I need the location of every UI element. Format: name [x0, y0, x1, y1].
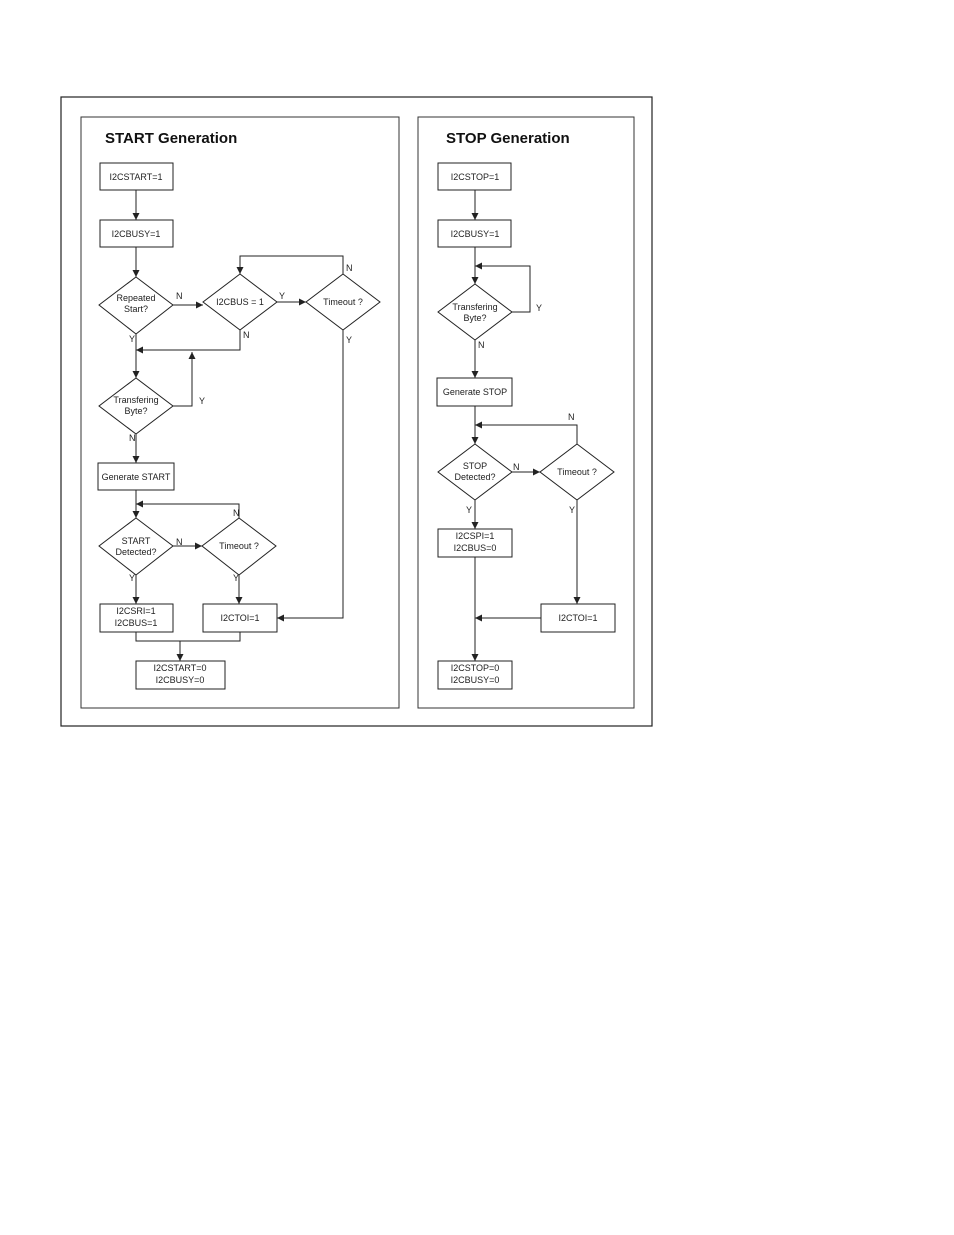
node-i2ctoi-set-start: I2CTOI=1	[202, 603, 278, 633]
svg-text:Byte?: Byte?	[124, 406, 147, 416]
decision-i2cbus-one: I2CBUS = 1	[202, 273, 278, 331]
decision-transfering-byte-stop: Transfering Byte?	[437, 283, 513, 341]
svg-text:Repeated: Repeated	[116, 293, 155, 303]
decision-repeated-start: Repeated Start?	[98, 276, 174, 335]
label-stop-detected-yes: Y	[466, 505, 472, 515]
svg-text:Timeout ?: Timeout ?	[323, 297, 363, 307]
svg-text:Start?: Start?	[124, 304, 148, 314]
svg-text:I2CBUS=1: I2CBUS=1	[115, 618, 158, 628]
svg-text:I2CTOI=1: I2CTOI=1	[558, 613, 597, 623]
label-timeout-stop-no: N	[568, 412, 575, 422]
node-generate-stop: Generate STOP	[436, 377, 513, 407]
label-timeout-start-no: N	[233, 508, 240, 518]
svg-text:I2CBUSY=1: I2CBUSY=1	[112, 229, 161, 239]
edge-timeout-bus-yes	[277, 330, 344, 622]
svg-text:I2CBUSY=0: I2CBUSY=0	[451, 675, 500, 685]
svg-text:START: START	[122, 536, 151, 546]
svg-text:Timeout ?: Timeout ?	[219, 541, 259, 551]
node-i2csri-set: I2CSRI=1 I2CBUS=1	[99, 603, 174, 633]
svg-text:I2CBUSY=1: I2CBUSY=1	[451, 229, 500, 239]
svg-text:I2CSTART=0: I2CSTART=0	[154, 663, 207, 673]
svg-text:I2CTOI=1: I2CTOI=1	[220, 613, 259, 623]
label-repeated-yes: Y	[129, 334, 135, 344]
decision-transfering-byte: Transfering Byte?	[98, 377, 174, 435]
decision-stop-detected: STOP Detected?	[437, 443, 513, 501]
svg-text:I2CSTART=1: I2CSTART=1	[110, 172, 163, 182]
decision-timeout-start: Timeout ?	[201, 517, 277, 576]
node-i2cstop-clear: I2CSTOP=0 I2CBUSY=0	[437, 660, 513, 690]
svg-text:I2CBUS=0: I2CBUS=0	[454, 543, 497, 553]
svg-text:I2CBUSY=0: I2CBUSY=0	[156, 675, 205, 685]
label-repeated-no: N	[176, 291, 183, 301]
start-panel-title: START Generation	[105, 130, 237, 147]
svg-text:Byte?: Byte?	[463, 313, 486, 323]
label-timeout-bus-no: N	[346, 263, 353, 273]
label-detected-no: N	[176, 537, 183, 547]
svg-text:I2CSRI=1: I2CSRI=1	[116, 606, 155, 616]
svg-text:Transfering: Transfering	[452, 302, 497, 312]
outer-frame	[60, 96, 653, 727]
svg-text:I2CSPI=1: I2CSPI=1	[456, 531, 495, 541]
label-timeout-start-yes: Y	[233, 573, 239, 583]
decision-timeout-bus: Timeout ?	[305, 273, 381, 331]
label-transfer-yes: Y	[199, 396, 205, 406]
label-bus-no: N	[243, 330, 250, 340]
node-i2cbusy-set: I2CBUSY=1	[99, 219, 174, 248]
svg-text:STOP: STOP	[463, 461, 487, 471]
label-stop-detected-no: N	[513, 462, 520, 472]
label-bus-yes: Y	[279, 291, 285, 301]
svg-text:I2CSTOP=1: I2CSTOP=1	[451, 172, 500, 182]
stop-panel-frame	[417, 116, 635, 709]
svg-text:I2CBUS = 1: I2CBUS = 1	[216, 297, 264, 307]
label-timeout-stop-yes: Y	[569, 505, 575, 515]
decision-start-detected: START Detected?	[98, 517, 174, 576]
edge-sri-merge	[135, 632, 241, 642]
node-i2cspi-set: I2CSPI=1 I2CBUS=0	[437, 528, 513, 558]
node-i2ctoi-set-stop: I2CTOI=1	[540, 603, 616, 633]
node-generate-start: Generate START	[97, 462, 175, 491]
label-transfer-stop-no: N	[478, 340, 485, 350]
svg-text:Timeout ?: Timeout ?	[557, 467, 597, 477]
svg-text:Generate STOP: Generate STOP	[443, 387, 507, 397]
svg-text:I2CSTOP=0: I2CSTOP=0	[451, 663, 500, 673]
label-detected-yes: Y	[129, 573, 135, 583]
node-i2cstart-set: I2CSTART=1	[99, 162, 174, 191]
svg-text:Detected?: Detected?	[454, 472, 495, 482]
edge-timeout-bus-no	[236, 255, 344, 274]
edge-timeout-stop-no	[475, 421, 578, 444]
label-transfer-stop-yes: Y	[536, 303, 542, 313]
edge-timeout-start-no	[136, 500, 240, 518]
node-i2cstart-clear: I2CSTART=0 I2CBUSY=0	[135, 660, 226, 690]
node-i2cstop-set: I2CSTOP=1	[437, 162, 512, 191]
svg-text:Transfering: Transfering	[113, 395, 158, 405]
edge-transfer-yes	[173, 352, 196, 407]
edge-bus-no	[136, 330, 241, 354]
stop-panel-title: STOP Generation	[446, 130, 570, 147]
start-panel-frame	[80, 116, 400, 709]
node-i2cbusy-set-stop: I2CBUSY=1	[437, 219, 512, 248]
label-transfer-no: N	[129, 433, 136, 443]
label-timeout-bus-yes: Y	[346, 335, 352, 345]
svg-text:Detected?: Detected?	[115, 547, 156, 557]
edge-transfer-stop-yes	[475, 262, 531, 313]
svg-text:Generate START: Generate START	[102, 472, 171, 482]
decision-timeout-stop: Timeout ?	[539, 443, 615, 501]
